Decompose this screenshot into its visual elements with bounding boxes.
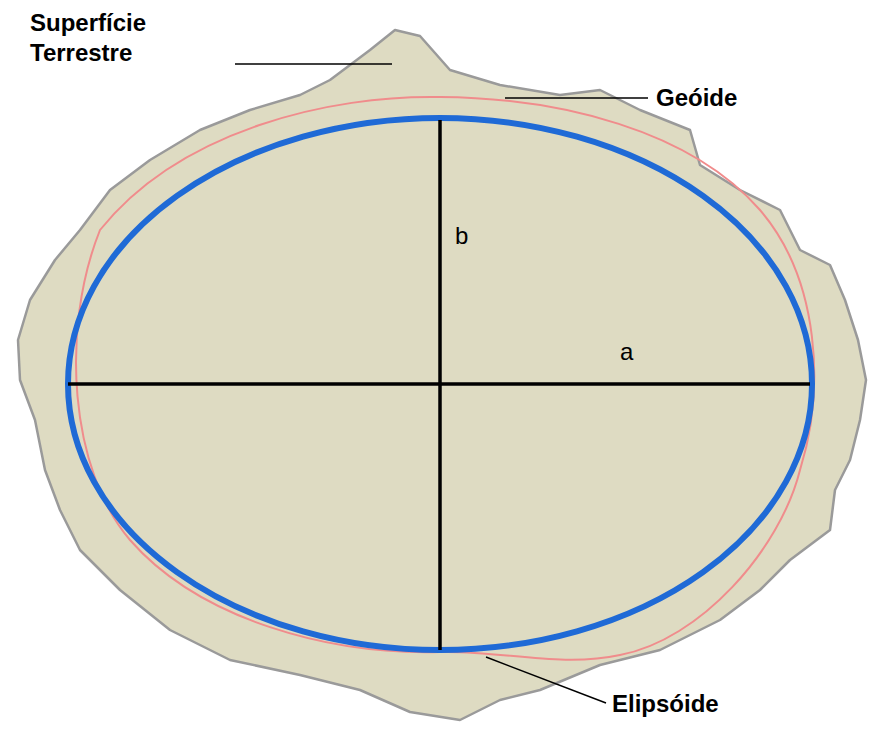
surface-label: Superfície Terrestre xyxy=(30,8,230,68)
axis-label: a xyxy=(620,338,633,366)
minor-axis xyxy=(438,120,442,650)
leader-line xyxy=(505,97,648,99)
ellipsoid-label: Elipsóide xyxy=(612,690,719,718)
leader-line xyxy=(486,657,606,703)
leader-line xyxy=(235,63,392,65)
geoid-label: Geóide xyxy=(656,84,737,112)
earth-surface xyxy=(18,30,866,720)
ellipsoid-outline xyxy=(68,118,812,650)
axis-label: b xyxy=(455,222,468,250)
